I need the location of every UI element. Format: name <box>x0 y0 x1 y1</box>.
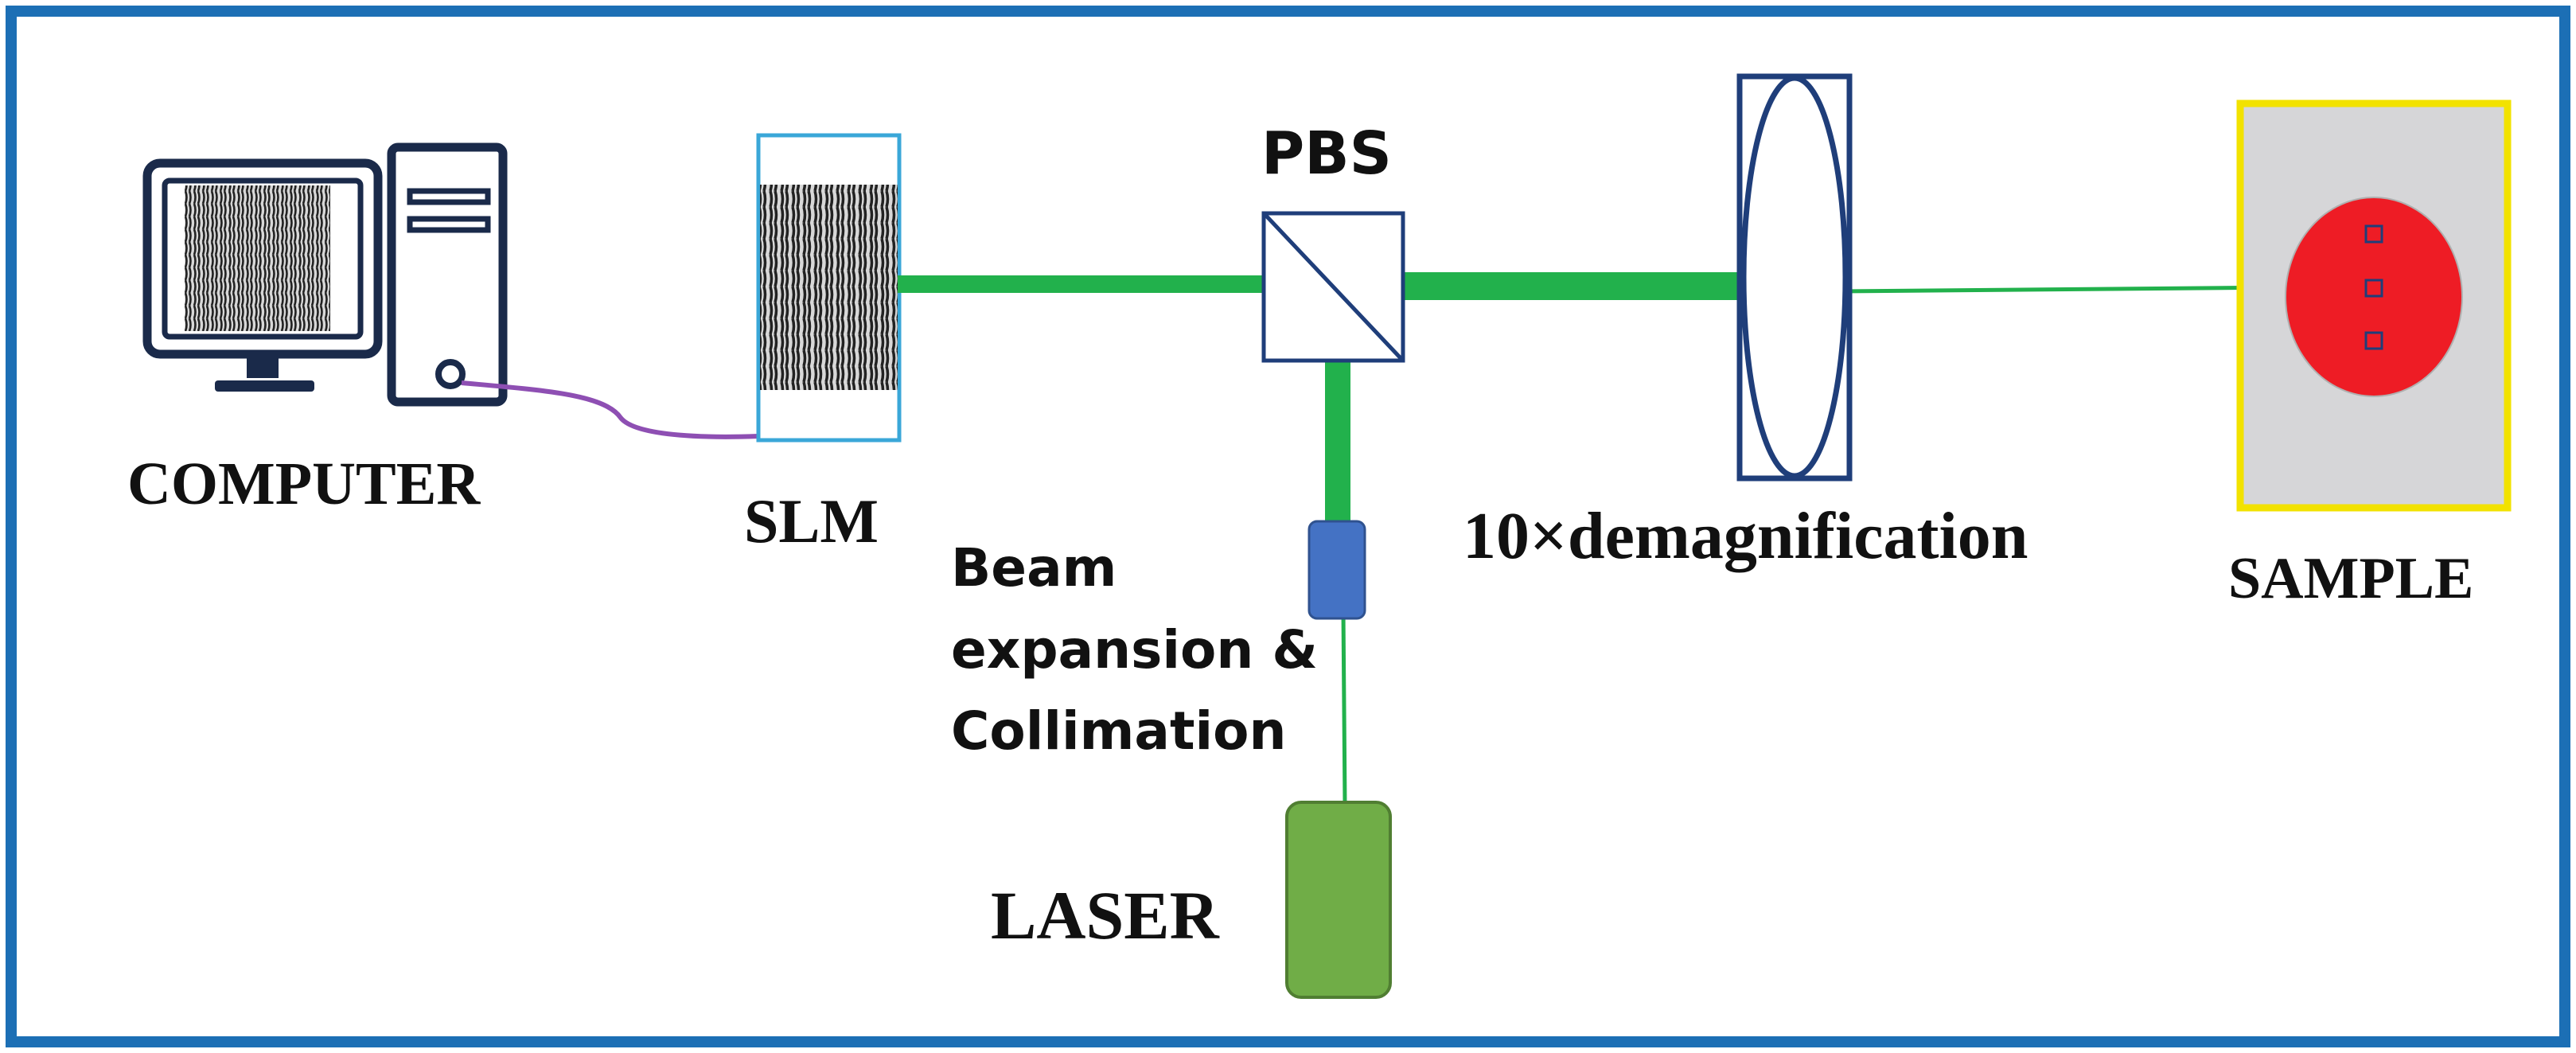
figure-frame <box>6 6 2570 1047</box>
laser-source <box>1285 801 1392 999</box>
computer-screen-hologram <box>185 185 330 331</box>
beam-expander <box>1307 520 1366 620</box>
laser-label: LASER <box>991 877 1219 954</box>
demagnification-lens <box>1736 73 1853 482</box>
beam-laser-to-expander <box>1341 610 1347 805</box>
beam-expansion-label-line1: Beam <box>951 537 1117 599</box>
computer-cable <box>461 380 759 439</box>
desktop-computer-icon <box>127 127 525 438</box>
slm-device <box>756 133 902 443</box>
beam-slm-to-pbs <box>898 275 1264 293</box>
slm-label: SLM <box>744 486 879 556</box>
beam-pbs-to-expander <box>1325 362 1350 521</box>
beam-pbs-to-lens <box>1402 272 1771 300</box>
sample-holder <box>2236 99 2512 512</box>
beam-expansion-label-line2: expansion & <box>951 619 1318 681</box>
computer-label: COMPUTER <box>127 450 481 517</box>
demagnification-label: 10×demagnification <box>1463 499 2028 573</box>
beam-expansion-label-line3: Collimation <box>951 700 1287 762</box>
slm-hologram <box>760 185 898 390</box>
pbs-label: PBS <box>1261 119 1392 188</box>
pbs-cube <box>1261 211 1405 363</box>
sample-label: SAMPLE <box>2228 546 2474 611</box>
